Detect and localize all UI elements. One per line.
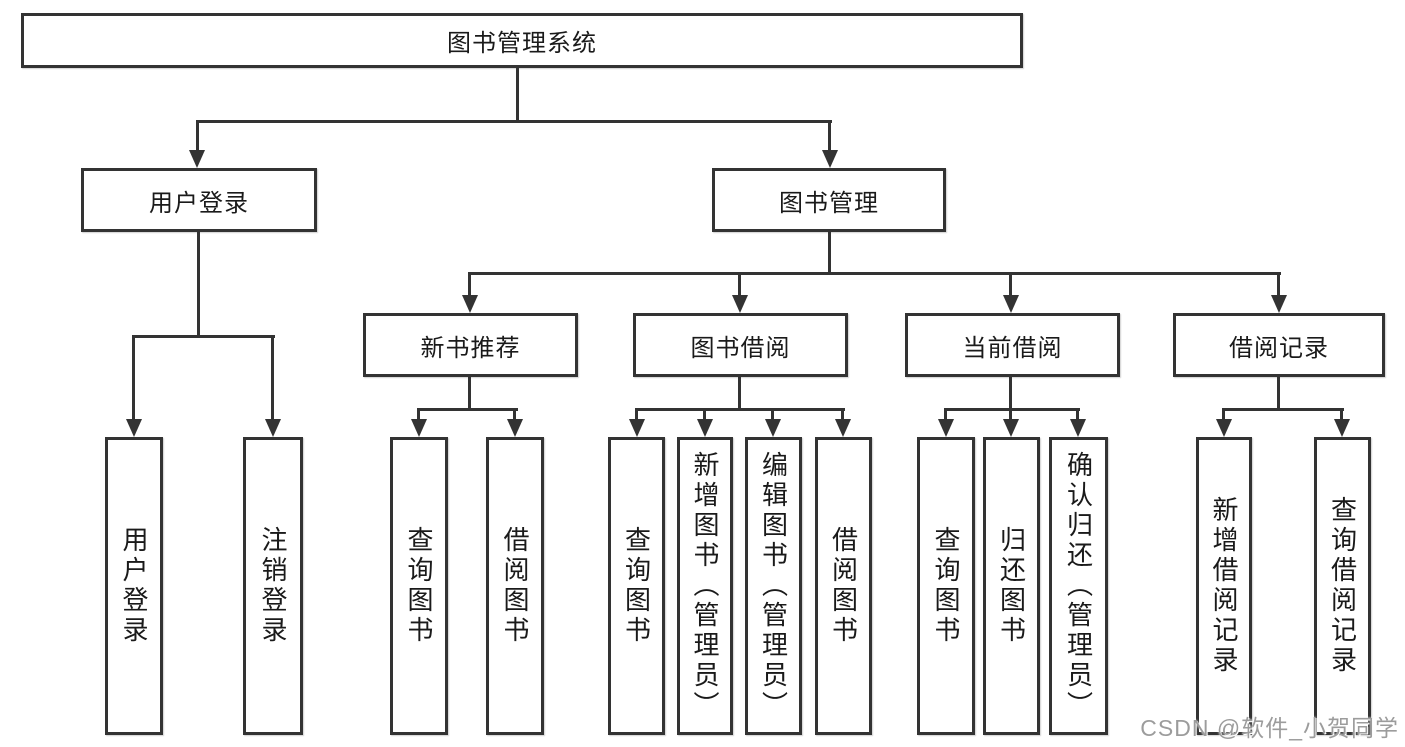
connector-line <box>771 408 774 419</box>
connector-line <box>828 120 831 152</box>
connector-line <box>513 408 516 419</box>
connector-line <box>944 408 947 419</box>
arrow-down-icon <box>411 419 427 437</box>
connector-line <box>738 272 741 295</box>
node-borrow-record: 借阅记录 <box>1173 313 1385 377</box>
leaf-confirm-return-admin: 确认归还（管理员） <box>1049 437 1108 735</box>
connector-line <box>1277 272 1280 295</box>
leaf-label: 归还图书 <box>996 526 1027 646</box>
leaf-borrow-book-1: 借阅图书 <box>486 437 544 735</box>
leaf-label: 编辑图书（管理员） <box>758 451 789 721</box>
connector-line <box>635 408 638 419</box>
connector-line <box>417 408 420 419</box>
connector-line <box>1222 408 1225 419</box>
leaf-query-borrow-record: 查询借阅记录 <box>1314 437 1371 735</box>
leaf-label: 借阅图书 <box>828 526 859 646</box>
leaf-label: 注销登录 <box>258 526 289 646</box>
connector-line <box>132 335 275 338</box>
arrow-down-icon <box>938 419 954 437</box>
arrow-down-icon <box>265 419 281 437</box>
leaf-label: 新增图书（管理员） <box>690 451 721 721</box>
node-label: 图书借阅 <box>690 334 791 362</box>
connector-line <box>196 120 199 152</box>
leaf-add-borrow-record: 新增借阅记录 <box>1196 437 1252 735</box>
leaf-query-book-3: 查询图书 <box>917 437 975 735</box>
leaf-return-book: 归还图书 <box>983 437 1040 735</box>
node-root-label: 图书管理系统 <box>447 30 597 57</box>
arrow-down-icon <box>1271 295 1287 313</box>
leaf-query-book-2: 查询图书 <box>608 437 665 735</box>
connector-line <box>1009 377 1012 408</box>
leaf-label: 查询借阅记录 <box>1327 496 1358 676</box>
connector-line <box>1076 408 1079 419</box>
connector-line <box>635 408 845 411</box>
node-book-management: 图书管理 <box>712 168 946 232</box>
leaf-label: 查询图书 <box>621 526 652 646</box>
node-book-borrow: 图书借阅 <box>633 313 848 377</box>
arrow-down-icon <box>1003 295 1019 313</box>
connector-line <box>417 408 518 411</box>
node-root: 图书管理系统 <box>21 13 1023 68</box>
leaf-borrow-book-2: 借阅图书 <box>815 437 872 735</box>
leaf-label: 借阅图书 <box>500 526 531 646</box>
connector-line <box>738 377 741 408</box>
leaf-label: 用户登录 <box>119 526 150 646</box>
node-book-management-label: 图书管理 <box>779 189 879 217</box>
connector-line <box>468 272 471 295</box>
node-new-book-recommend: 新书推荐 <box>363 313 578 377</box>
connector-line <box>516 68 519 120</box>
leaf-add-book-admin: 新增图书（管理员） <box>677 437 733 735</box>
arrow-down-icon <box>835 419 851 437</box>
connector-line <box>271 335 274 419</box>
arrow-down-icon <box>697 419 713 437</box>
arrow-down-icon <box>507 419 523 437</box>
leaf-user-login: 用户登录 <box>105 437 163 735</box>
node-label: 当前借阅 <box>962 334 1063 362</box>
connector-line <box>468 272 1281 275</box>
arrow-down-icon <box>1216 419 1232 437</box>
leaf-label: 查询图书 <box>404 526 435 646</box>
arrow-down-icon <box>126 419 142 437</box>
connector-line <box>196 120 832 123</box>
connector-line <box>1009 408 1012 419</box>
arrow-down-icon <box>1334 419 1350 437</box>
leaf-logout: 注销登录 <box>243 437 303 735</box>
connector-line <box>1009 272 1012 295</box>
connector-line <box>944 408 1080 411</box>
arrow-down-icon <box>732 295 748 313</box>
arrow-down-icon <box>765 419 781 437</box>
arrow-down-icon <box>1003 419 1019 437</box>
connector-line <box>828 232 831 272</box>
arrow-down-icon <box>629 419 645 437</box>
connector-line <box>132 335 135 419</box>
leaf-label: 查询图书 <box>931 526 962 646</box>
connector-line <box>1340 408 1343 419</box>
connector-line <box>197 232 200 335</box>
leaf-edit-book-admin: 编辑图书（管理员） <box>745 437 802 735</box>
connector-line <box>468 377 471 408</box>
node-user-login: 用户登录 <box>81 168 317 232</box>
connector-line <box>1222 408 1344 411</box>
node-user-login-label: 用户登录 <box>149 189 249 217</box>
arrow-down-icon <box>822 150 838 168</box>
leaf-label: 确认归还（管理员） <box>1063 451 1094 721</box>
leaf-label: 新增借阅记录 <box>1209 496 1240 676</box>
connector-line <box>703 408 706 419</box>
arrow-down-icon <box>462 295 478 313</box>
leaf-query-book-1: 查询图书 <box>390 437 448 735</box>
node-label: 借阅记录 <box>1229 334 1329 362</box>
node-label: 新书推荐 <box>420 334 521 362</box>
arrow-down-icon <box>1070 419 1086 437</box>
connector-line <box>841 408 844 419</box>
csdn-watermark: CSDN @软件_小贺同学 <box>1140 715 1399 741</box>
node-current-borrow: 当前借阅 <box>905 313 1120 377</box>
arrow-down-icon <box>189 150 205 168</box>
connector-line <box>1277 377 1280 408</box>
